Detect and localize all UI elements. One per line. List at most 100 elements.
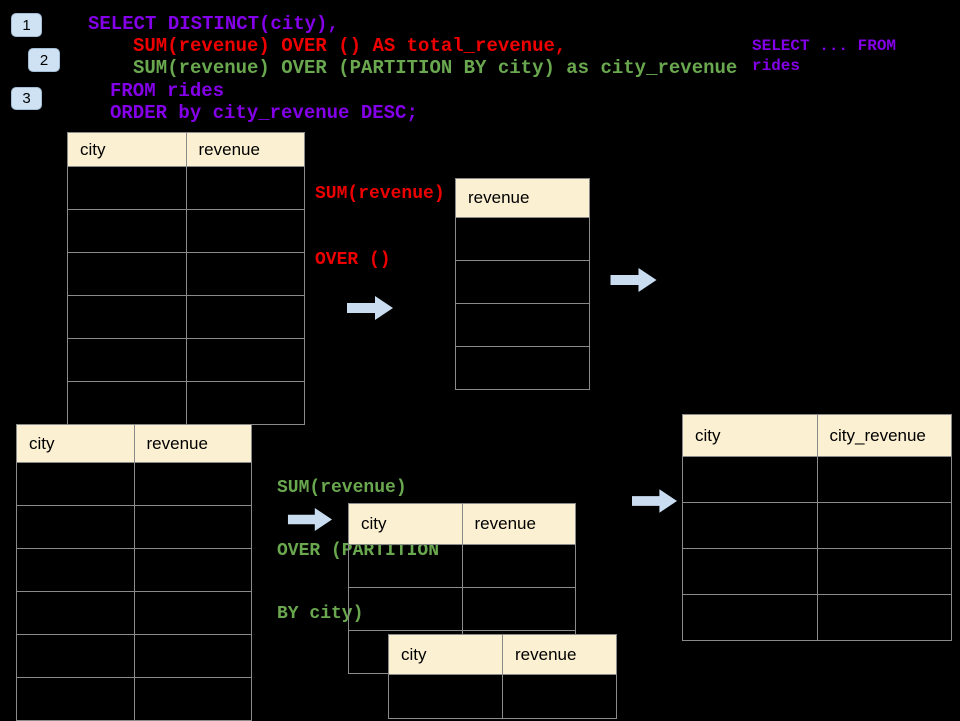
total-revenue-note: SUM(revenue) OVER () bbox=[315, 139, 445, 293]
empty-cell bbox=[348, 544, 463, 588]
column-header: revenue bbox=[461, 503, 576, 545]
empty-cell bbox=[682, 548, 818, 595]
empty-cell bbox=[133, 677, 252, 721]
side-snippet-select-from: SELECT ... FROM bbox=[752, 37, 897, 55]
table-row bbox=[67, 209, 305, 253]
table-row bbox=[682, 502, 952, 549]
table-row bbox=[16, 677, 252, 721]
empty-cell bbox=[682, 502, 818, 549]
empty-cell bbox=[185, 209, 305, 253]
column-header: city_revenue bbox=[816, 414, 952, 457]
column-header: revenue bbox=[133, 424, 252, 463]
total-revenue-note-line1: SUM(revenue) bbox=[315, 184, 445, 204]
side-snippet-rides: rides bbox=[752, 57, 801, 75]
empty-cell bbox=[185, 381, 305, 425]
table-row bbox=[67, 295, 305, 339]
table-row bbox=[67, 381, 305, 425]
column-header: city bbox=[682, 414, 818, 457]
sql-line-from: FROM rides bbox=[110, 80, 225, 102]
empty-cell bbox=[816, 594, 952, 641]
empty-cell bbox=[67, 295, 187, 339]
step-badge-3: 3 bbox=[11, 87, 42, 110]
empty-cell bbox=[16, 591, 135, 635]
empty-cell bbox=[455, 217, 590, 261]
empty-cell bbox=[502, 674, 617, 719]
column-header: revenue bbox=[502, 634, 617, 675]
empty-cell bbox=[185, 166, 305, 210]
table-row bbox=[455, 346, 590, 390]
table-row bbox=[455, 303, 590, 347]
empty-cell bbox=[133, 548, 252, 592]
table-row bbox=[388, 674, 617, 719]
partition-note-line1: SUM(revenue) bbox=[277, 478, 407, 498]
empty-cell bbox=[185, 252, 305, 296]
table-row bbox=[455, 217, 590, 261]
empty-cell bbox=[816, 456, 952, 503]
arrow-right-icon bbox=[347, 296, 393, 320]
table-row bbox=[16, 548, 252, 592]
empty-cell bbox=[816, 502, 952, 549]
empty-cell bbox=[67, 338, 187, 382]
empty-cell bbox=[185, 338, 305, 382]
empty-cell bbox=[133, 505, 252, 549]
column-header: city bbox=[348, 503, 463, 545]
empty-cell bbox=[133, 634, 252, 678]
empty-cell bbox=[388, 674, 503, 719]
empty-cell bbox=[67, 209, 187, 253]
header-row: revenue bbox=[455, 178, 590, 218]
empty-cell bbox=[133, 462, 252, 506]
empty-cell bbox=[185, 295, 305, 339]
column-header: revenue bbox=[185, 132, 305, 167]
empty-cell bbox=[16, 462, 135, 506]
table-row bbox=[348, 544, 576, 588]
empty-cell bbox=[16, 548, 135, 592]
table-row bbox=[348, 587, 576, 631]
empty-cell bbox=[67, 166, 187, 210]
sql-line-total-sum: SUM(revenue) OVER () AS total_revenue, bbox=[133, 35, 567, 57]
empty-cell bbox=[133, 591, 252, 635]
step-badge-2: 2 bbox=[28, 48, 60, 72]
arrow-right-icon bbox=[632, 489, 677, 513]
sql-line-partition-sum: SUM(revenue) OVER (PARTITION BY city) as… bbox=[133, 57, 738, 79]
table-row bbox=[16, 591, 252, 635]
empty-cell bbox=[682, 456, 818, 503]
empty-cell bbox=[455, 303, 590, 347]
arrow-right-icon bbox=[287, 508, 333, 531]
empty-cell bbox=[461, 544, 576, 588]
table-row bbox=[682, 548, 952, 595]
total-revenue-note-line2: OVER () bbox=[315, 250, 391, 270]
table-row bbox=[67, 338, 305, 382]
arrow-right-icon bbox=[610, 268, 657, 292]
column-header: city bbox=[67, 132, 187, 167]
empty-cell bbox=[16, 677, 135, 721]
empty-cell bbox=[461, 587, 576, 631]
table-row bbox=[16, 505, 252, 549]
table-row bbox=[16, 634, 252, 678]
sql-line-order-by: ORDER by city_revenue DESC; bbox=[110, 102, 418, 124]
table-row bbox=[67, 166, 305, 210]
empty-cell bbox=[348, 587, 463, 631]
empty-cell bbox=[682, 594, 818, 641]
empty-cell bbox=[816, 548, 952, 595]
empty-cell bbox=[16, 505, 135, 549]
empty-cell bbox=[16, 634, 135, 678]
column-header: revenue bbox=[455, 178, 590, 218]
table-row bbox=[455, 260, 590, 304]
table-row bbox=[682, 456, 952, 503]
total-revenue-result-table: revenue bbox=[455, 178, 590, 390]
empty-cell bbox=[67, 381, 187, 425]
table-row bbox=[67, 252, 305, 296]
sql-line-select: SELECT DISTINCT(city), bbox=[88, 13, 339, 35]
empty-cell bbox=[455, 346, 590, 390]
column-header: city bbox=[16, 424, 135, 463]
table-row bbox=[16, 462, 252, 506]
